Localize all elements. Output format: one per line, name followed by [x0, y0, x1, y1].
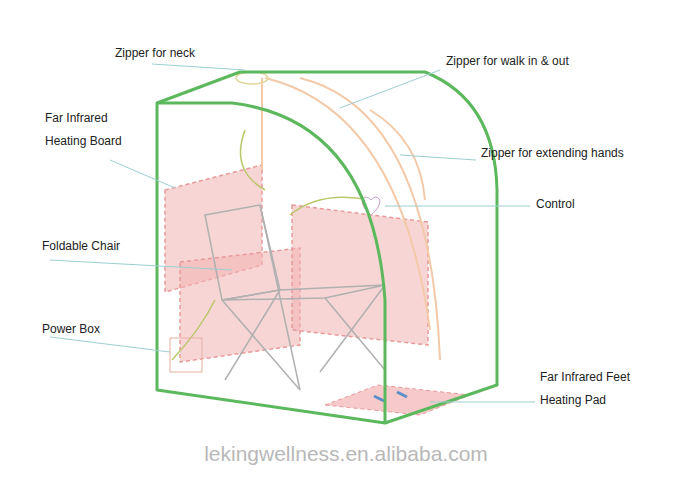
pad-arrows — [374, 392, 407, 401]
part-label: Control — [536, 193, 575, 216]
foldable-chair — [205, 205, 385, 390]
heating-boards — [165, 165, 428, 362]
part-label: Far Infrared Heating Board — [45, 107, 133, 153]
watermark: lekingwellness.en.alibaba.com — [204, 442, 488, 466]
power-box — [170, 338, 202, 372]
sauna-housing — [157, 72, 497, 423]
part-label: Zipper for extending hands — [481, 142, 624, 165]
part-label: Zipper for neck — [115, 42, 195, 65]
heating-board — [292, 205, 428, 345]
leader-lines — [50, 64, 535, 402]
wires — [172, 130, 370, 360]
part-label: Foldable Chair — [42, 235, 120, 258]
part-label: Far Infrared Feet Heating Pad — [540, 366, 640, 412]
part-label: Power Box — [42, 318, 100, 341]
neck-opening — [236, 72, 268, 84]
part-label: Zipper for walk in & out — [446, 50, 569, 73]
